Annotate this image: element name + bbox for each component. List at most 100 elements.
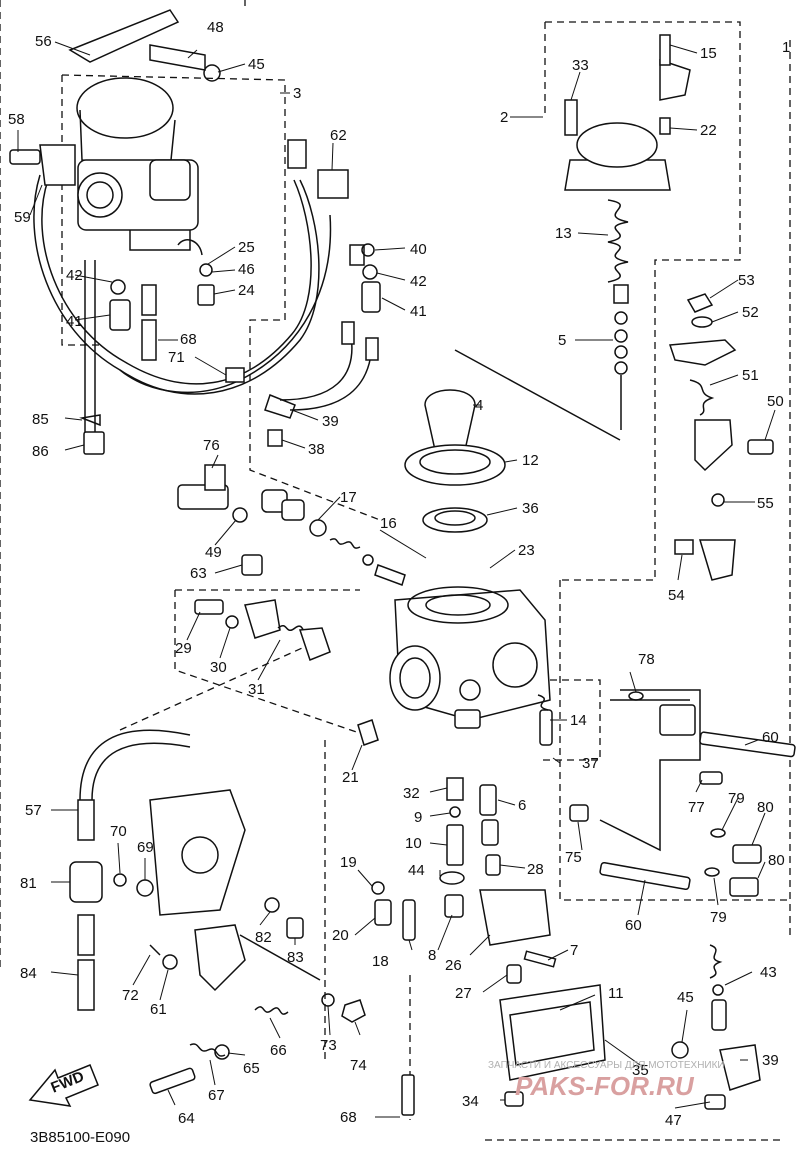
float-and-jets bbox=[357, 719, 761, 1116]
callout-32: 32 bbox=[403, 785, 420, 802]
callout-39: 39 bbox=[322, 413, 339, 430]
callout-36: 36 bbox=[522, 500, 539, 517]
callout-24: 24 bbox=[238, 282, 255, 299]
callout-1: 1 bbox=[782, 39, 790, 56]
callout-39-lower: 39 bbox=[762, 1052, 779, 1069]
callout-19: 19 bbox=[340, 854, 357, 871]
carburetor-assembly-top bbox=[68, 9, 221, 251]
callout-50: 50 bbox=[767, 393, 784, 410]
callout-48: 48 bbox=[207, 19, 224, 36]
callout-4: 4 bbox=[475, 397, 483, 414]
callout-55: 55 bbox=[757, 495, 774, 512]
callout-63: 63 bbox=[190, 565, 207, 582]
callout-45-lower: 45 bbox=[677, 989, 694, 1006]
callout-41-left: 41 bbox=[66, 313, 83, 330]
callout-76: 76 bbox=[203, 437, 220, 454]
callout-3: 3 bbox=[293, 85, 301, 102]
callout-69: 69 bbox=[137, 839, 154, 856]
vacuum-chamber-parts bbox=[404, 34, 691, 533]
callout-64: 64 bbox=[178, 1110, 195, 1127]
callout-75: 75 bbox=[565, 849, 582, 866]
watermark-logo: PAKS-FOR.RU bbox=[515, 1071, 695, 1101]
callout-80-lower: 80 bbox=[768, 852, 785, 869]
callout-79-lower: 79 bbox=[710, 909, 727, 926]
diagram-code: 3B85100-E090 bbox=[30, 1129, 130, 1146]
callout-11: 11 bbox=[608, 985, 624, 1002]
callout-7: 7 bbox=[570, 942, 578, 959]
callout-45: 45 bbox=[248, 56, 265, 73]
callout-2: 2 bbox=[500, 109, 508, 126]
callout-8: 8 bbox=[428, 947, 436, 964]
callout-18: 18 bbox=[372, 953, 389, 970]
callout-17: 17 bbox=[340, 489, 357, 506]
callout-13: 13 bbox=[555, 225, 572, 242]
callout-labels: 1 2 3 4 5 6 7 8 9 10 11 12 13 14 15 16 1… bbox=[8, 19, 790, 1129]
callout-66: 66 bbox=[270, 1042, 287, 1059]
hoses-and-wires bbox=[33, 174, 373, 440]
callout-9: 9 bbox=[414, 809, 422, 826]
callout-65: 65 bbox=[243, 1060, 260, 1077]
callout-47: 47 bbox=[665, 1112, 682, 1129]
callout-60-lower: 60 bbox=[625, 917, 642, 934]
callout-60: 60 bbox=[762, 729, 779, 746]
lower-left-parts bbox=[69, 729, 366, 1095]
watermark: ЗАПЧАСТИ И АКСЕССУАРЫ ДЛЯ МОТОТЕХНИКИ PA… bbox=[488, 1060, 725, 1101]
callout-83: 83 bbox=[287, 949, 304, 966]
callout-80: 80 bbox=[757, 799, 774, 816]
callout-78: 78 bbox=[638, 651, 655, 668]
callout-22: 22 bbox=[700, 122, 717, 139]
callout-44: 44 bbox=[408, 862, 425, 879]
mixture-parts bbox=[177, 464, 406, 661]
callout-46: 46 bbox=[238, 261, 255, 278]
callout-10: 10 bbox=[405, 835, 422, 852]
callout-27: 27 bbox=[455, 985, 472, 1002]
callout-74: 74 bbox=[350, 1057, 367, 1074]
callout-41: 41 bbox=[410, 303, 427, 320]
callout-57: 57 bbox=[25, 802, 42, 819]
callout-85: 85 bbox=[32, 411, 49, 428]
watermark-text: ЗАПЧАСТИ И АКСЕССУАРЫ ДЛЯ МОТОТЕХНИКИ bbox=[488, 1060, 725, 1071]
callout-25: 25 bbox=[238, 239, 255, 256]
callout-58: 58 bbox=[8, 111, 25, 128]
callout-37: 37 bbox=[582, 755, 599, 772]
callout-68-lower: 68 bbox=[340, 1109, 357, 1126]
callout-56: 56 bbox=[35, 33, 52, 50]
callout-6: 6 bbox=[518, 797, 526, 814]
callout-59: 59 bbox=[14, 209, 31, 226]
callout-12: 12 bbox=[522, 452, 539, 469]
callout-28: 28 bbox=[527, 861, 544, 878]
callout-42-left: 42 bbox=[66, 267, 83, 284]
callout-49: 49 bbox=[205, 544, 222, 561]
callout-53: 53 bbox=[738, 272, 755, 289]
callout-34: 34 bbox=[462, 1093, 479, 1110]
callout-30: 30 bbox=[210, 659, 227, 676]
callout-23: 23 bbox=[518, 542, 535, 559]
callout-72: 72 bbox=[122, 987, 139, 1004]
callout-52: 52 bbox=[742, 304, 759, 321]
callout-61: 61 bbox=[150, 1001, 167, 1018]
callout-51: 51 bbox=[742, 367, 759, 384]
callout-26: 26 bbox=[445, 957, 462, 974]
callout-15: 15 bbox=[700, 45, 717, 62]
callout-67: 67 bbox=[208, 1087, 225, 1104]
callout-21: 21 bbox=[342, 769, 359, 786]
callout-68: 68 bbox=[180, 331, 197, 348]
callout-16: 16 bbox=[380, 515, 397, 532]
callout-20: 20 bbox=[332, 927, 349, 944]
connectors bbox=[287, 139, 379, 361]
callout-42: 42 bbox=[410, 273, 427, 290]
callout-62: 62 bbox=[330, 127, 347, 144]
callout-54: 54 bbox=[668, 587, 685, 604]
callout-5: 5 bbox=[558, 332, 566, 349]
callout-84: 84 bbox=[20, 965, 37, 982]
callout-40: 40 bbox=[410, 241, 427, 258]
callout-81: 81 bbox=[20, 875, 37, 892]
callout-14: 14 bbox=[570, 712, 587, 729]
leader-lines bbox=[17, 41, 776, 1118]
callout-31: 31 bbox=[248, 681, 265, 698]
callout-70: 70 bbox=[110, 823, 127, 840]
callout-73: 73 bbox=[320, 1037, 337, 1054]
carburetor-body bbox=[389, 586, 551, 729]
callout-82: 82 bbox=[255, 929, 272, 946]
